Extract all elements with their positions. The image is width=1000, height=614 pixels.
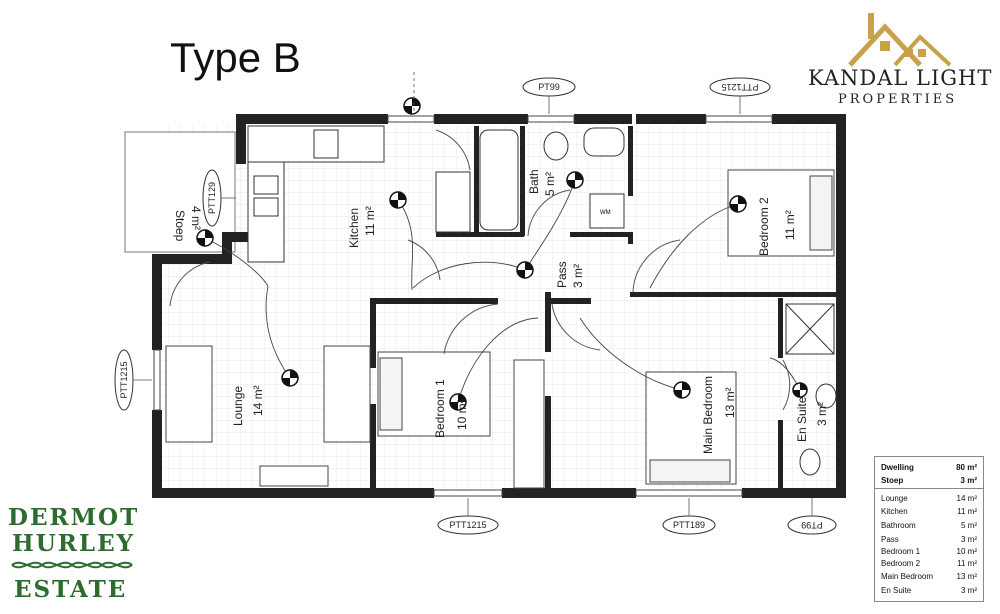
bathtub-icon	[479, 129, 519, 231]
light-fixtures	[196, 97, 808, 411]
room-area-en-suite: 3 m²	[815, 402, 829, 426]
wm-label: WM	[600, 210, 611, 216]
sink-icon	[253, 175, 279, 195]
bathroom-fixtures	[479, 127, 625, 231]
estate-line-3: ESTATE	[14, 576, 128, 603]
schedule-value: 14 m²	[956, 494, 977, 503]
toilet-icon	[543, 131, 569, 161]
schedule-label: Bedroom 2	[881, 559, 921, 568]
schedule-row: En Suite 3 m²	[881, 586, 977, 595]
room-area-main-bedroom: 13 m²	[723, 387, 737, 418]
schedule-value: 11 m²	[957, 559, 977, 568]
room-area-pass: 3 m²	[571, 264, 585, 288]
room-area-bath: 5 m²	[543, 172, 557, 196]
ensuite-toilet-icon	[799, 448, 821, 476]
schedule-label: Main Bedroom	[881, 572, 934, 581]
sofa-right	[323, 345, 371, 443]
kitchen-counters	[247, 125, 471, 263]
room-label-bedroom2: Bedroom 2	[757, 197, 771, 256]
room-label-en-suite: En Suite	[795, 396, 809, 442]
schedule-row: Lounge 14 m²	[881, 494, 977, 503]
brand-subtitle: PROPERTIES	[838, 92, 958, 107]
schedule-row: Main Bedroom 13 m²	[881, 572, 977, 581]
electrical-circuits	[204, 179, 801, 403]
schedule-value: 10 m²	[956, 547, 977, 556]
tag-ptt1215-left: PTT1215	[119, 361, 129, 398]
schedule-value: 11 m²	[957, 507, 977, 516]
room-label-lounge: Lounge	[231, 386, 245, 426]
estate-line-2: HURLEY	[12, 530, 136, 557]
schedule-value: 3 m²	[961, 535, 977, 544]
schedule-value: 3 m²	[961, 586, 977, 595]
room-area-kitchen: 11 m²	[363, 206, 377, 236]
ensuite-basin-icon	[815, 383, 837, 409]
wardrobe	[513, 359, 545, 489]
tag-ptt1215-top: PTT1215	[721, 82, 758, 92]
schedule-dwelling-row: Dwelling 80 m²	[881, 463, 977, 472]
area-schedule: Dwelling 80 m² Stoep 3 m² Lounge 14 m² K…	[874, 456, 984, 602]
room-label-bedroom1: Bedroom 1	[433, 379, 447, 438]
tag-ptt189: PTT189	[673, 520, 705, 530]
schedule-row: Kitchen 11 m²	[881, 507, 977, 516]
schedule-row: Pass 3 m²	[881, 535, 977, 544]
beds	[377, 169, 835, 489]
sofa-left	[165, 345, 213, 443]
schedule-dwelling-value: 80 m²	[956, 463, 977, 472]
ensuite-fixtures	[785, 303, 837, 476]
tag-pt99-bottom: PT99	[801, 520, 823, 530]
schedule-divider	[875, 488, 983, 489]
room-area-bedroom1: 10 m²	[455, 399, 469, 430]
tag-ptt1215-bottom: PTT1215	[449, 520, 486, 530]
brand-name: KANDAL LIGHT	[808, 66, 993, 90]
room-area-bedroom2: 11 m²	[783, 210, 797, 240]
schedule-label: Pass	[881, 535, 899, 544]
schedule-stoep-value: 3 m²	[960, 476, 977, 485]
exterior-walls	[152, 114, 846, 498]
schedule-label: Bedroom 1	[881, 547, 921, 556]
room-label-main-bedroom: Main Bedroom	[701, 376, 715, 454]
schedule-label: Kitchen	[881, 507, 908, 516]
schedule-dwelling-label: Dwelling	[881, 463, 914, 472]
lounge-furniture	[165, 345, 371, 487]
room-label-pass: Pass	[555, 261, 569, 288]
schedule-label: En Suite	[881, 586, 912, 595]
schedule-value: 13 m²	[956, 572, 977, 581]
room-area-lounge: 14 m²	[251, 385, 265, 416]
stove-icon	[313, 129, 339, 159]
schedule-value: 5 m²	[961, 521, 977, 530]
kandal-light-logo	[800, 5, 995, 115]
room-label-bath: Bath	[527, 169, 541, 194]
schedule-label: Bathroom	[881, 521, 916, 530]
room-label-kitchen: Kitchen	[347, 208, 361, 248]
windows	[153, 115, 773, 497]
tag-ptt129: PTT129	[207, 182, 217, 214]
plan-title: Type B	[170, 34, 301, 81]
room-area-stoep: 4 m²	[189, 206, 203, 230]
schedule-row: Bedroom 1 10 m²	[881, 547, 977, 556]
washing-machine-icon	[589, 193, 625, 229]
schedule-stoep-label: Stoep	[881, 476, 904, 485]
interior-walls	[370, 126, 840, 494]
tag-pt99-top: PT99	[538, 82, 560, 92]
estate-line-1: DERMOT	[8, 504, 140, 531]
schedule-row: Bedroom 2 11 m²	[881, 559, 977, 568]
basin-icon	[583, 127, 625, 157]
door-swings	[169, 129, 791, 411]
schedule-row: Bathroom 5 m²	[881, 521, 977, 530]
house-logo-icon	[848, 13, 952, 67]
schedule-label: Lounge	[881, 494, 908, 503]
celtic-knot-icon	[11, 561, 133, 569]
room-label-stoep: Stoep	[173, 210, 187, 242]
tv-unit	[259, 465, 329, 487]
schedule-stoep-row: Stoep 3 m²	[881, 476, 977, 485]
tag-leaders	[133, 72, 813, 516]
